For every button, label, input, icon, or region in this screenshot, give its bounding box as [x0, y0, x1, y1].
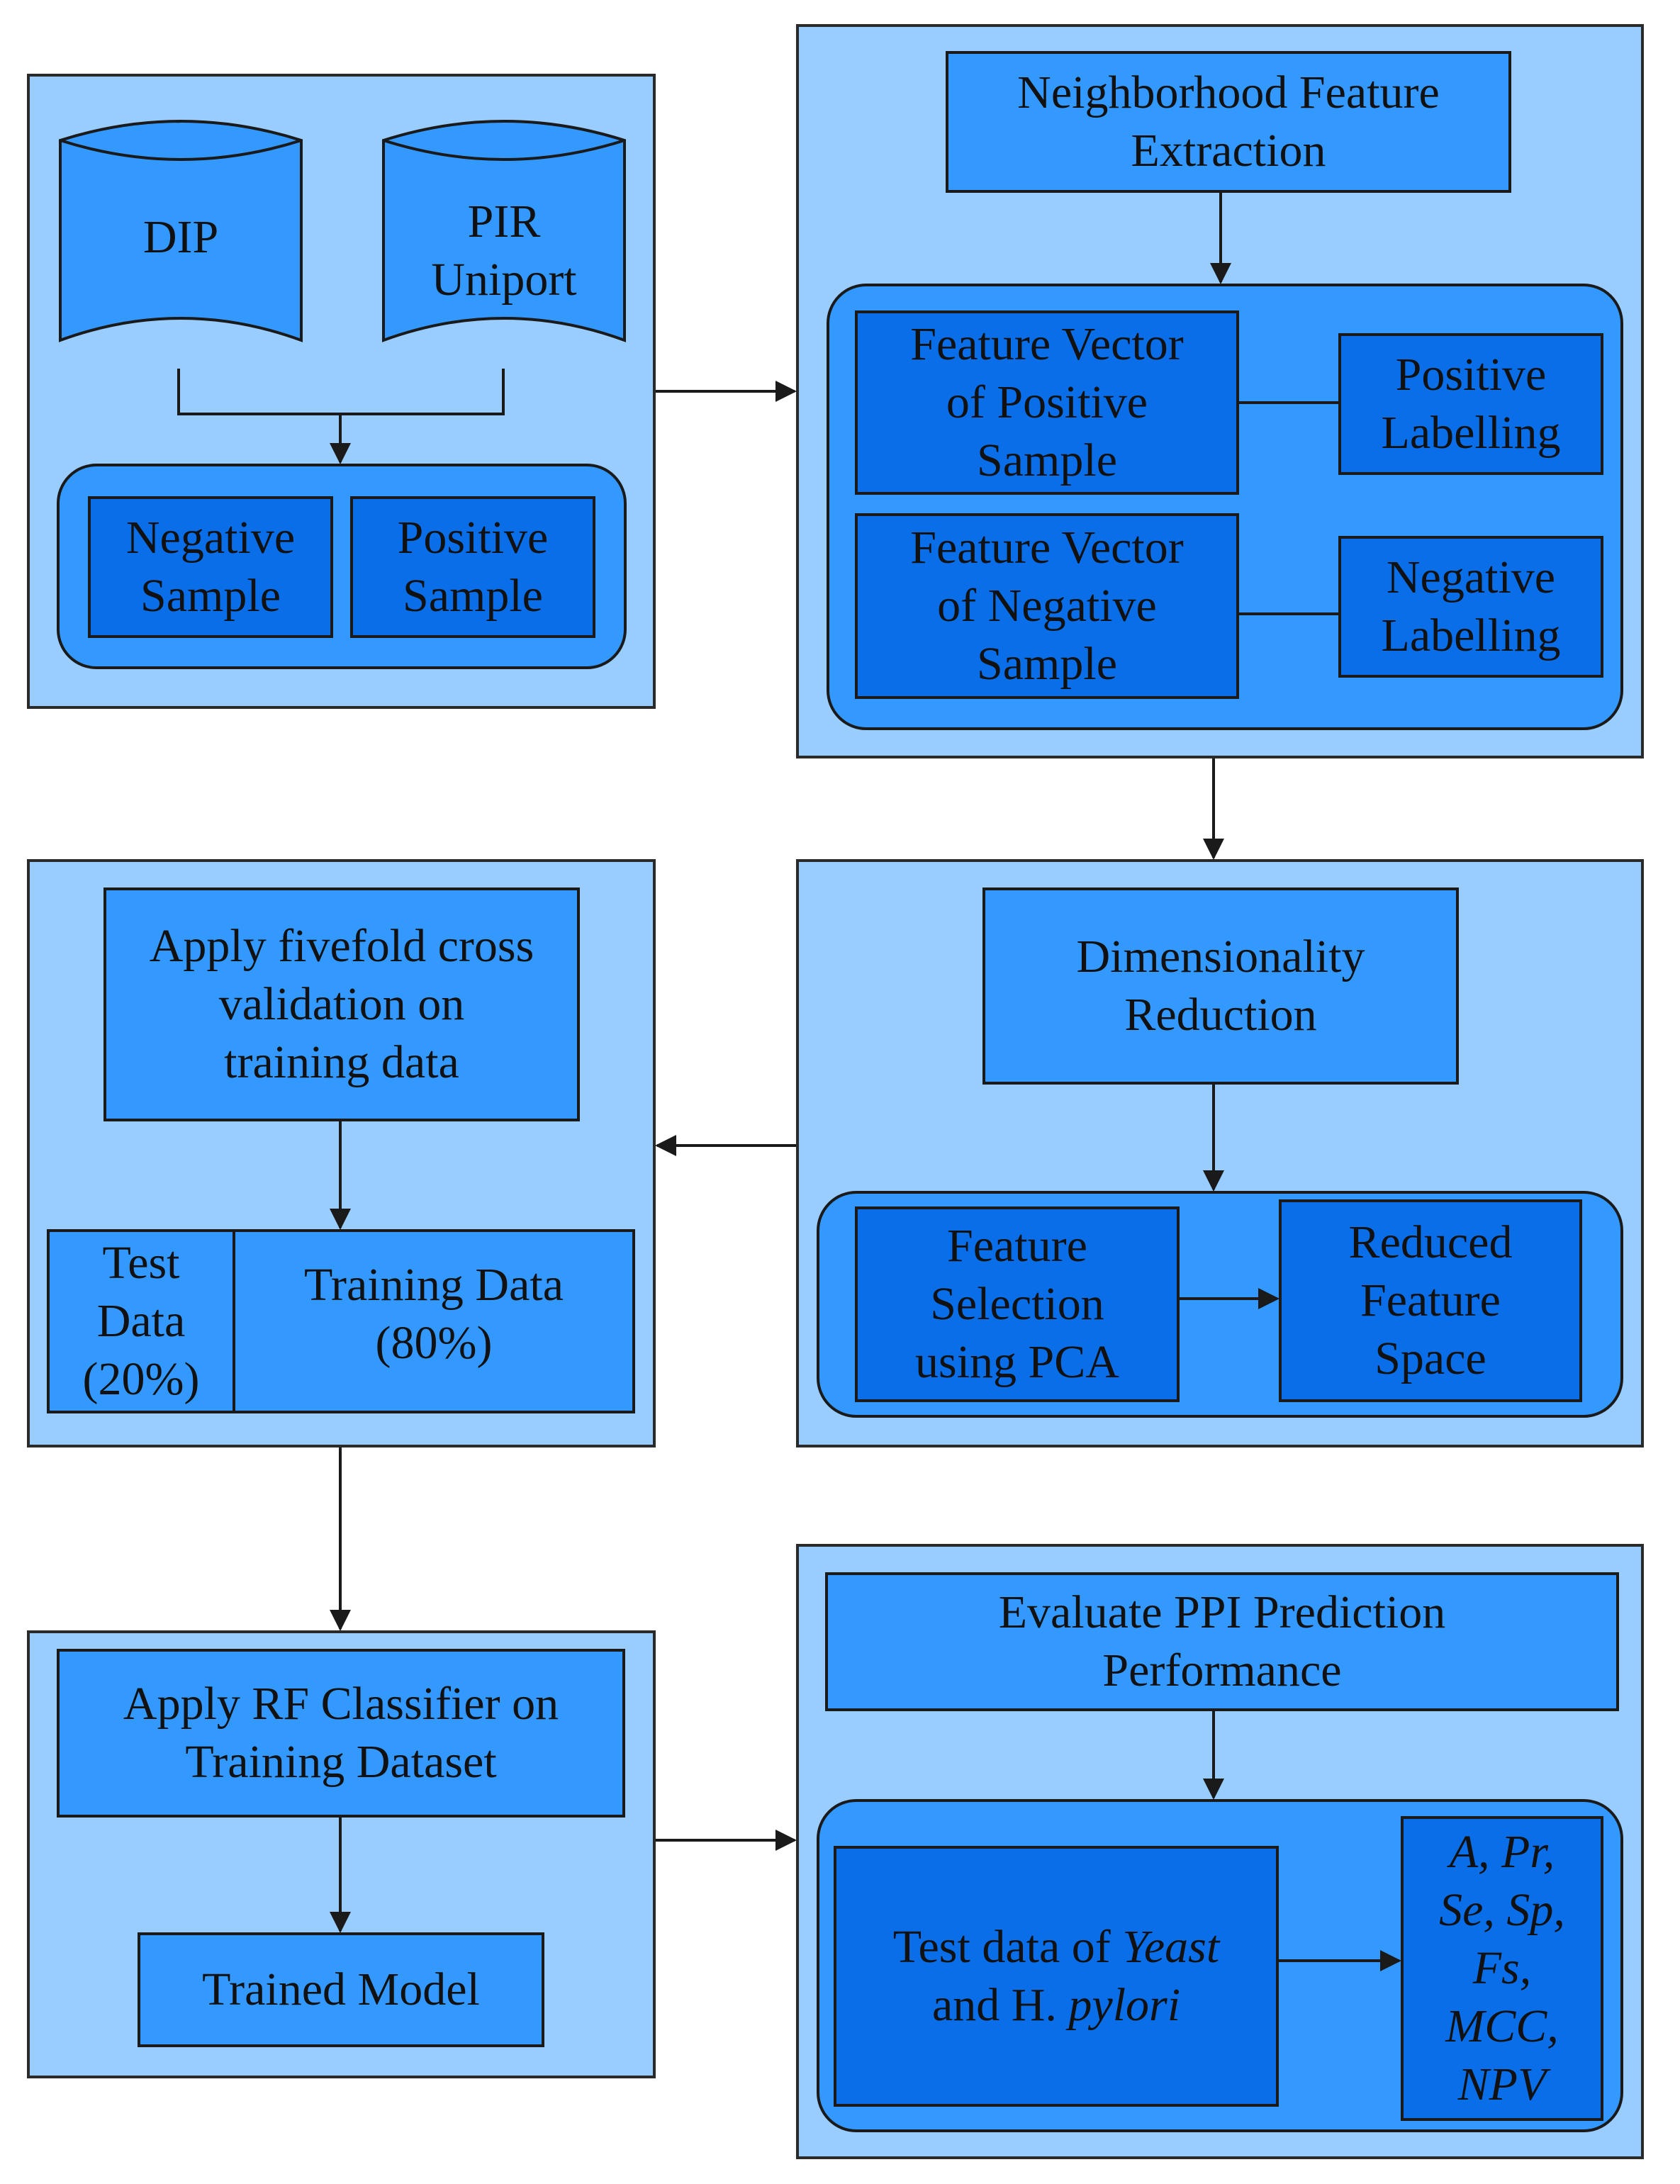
negative-sample-label: Negative Sample: [125, 512, 296, 622]
database-pir-uniport-label: PIR Uniport: [431, 196, 577, 306]
reduced-feature-space-box: Reduced Feature Space: [1279, 1199, 1582, 1402]
test-data-organisms-box: Test data of Yeast and H. pylori: [834, 1846, 1279, 2107]
dimensionality-reduction-label: Dimensionality Reduction: [1076, 931, 1365, 1041]
evaluate-ppi-performance-box: Evaluate PPI Prediction Performance: [825, 1572, 1619, 1711]
fivefold-cross-validation-label: Apply fivefold cross validation on train…: [149, 920, 534, 1088]
organism-yeast: Yeast: [1122, 1921, 1220, 1973]
training-data-label: Training Data (80%): [303, 1259, 564, 1369]
metrics-box: A, Pr, Se, Sp, Fs, MCC, NPV: [1401, 1816, 1603, 2121]
test-data-organisms-text: Test data of Yeast and H. pylori: [893, 1918, 1219, 2034]
training-data-cell: Training Data (80%): [235, 1232, 632, 1411]
negative-sample-box: Negative Sample: [88, 496, 333, 638]
database-dip: DIP: [58, 119, 303, 374]
trained-model-label: Trained Model: [202, 1964, 480, 2015]
positive-sample-label: Positive Sample: [397, 512, 549, 622]
fivefold-cross-validation-box: Apply fivefold cross validation on train…: [103, 887, 580, 1121]
data-split-box: Test Data (20%) Training Data (80%): [47, 1229, 635, 1413]
positive-labelling-label: Positive Labelling: [1381, 349, 1561, 459]
negative-labelling-box: Negative Labelling: [1338, 536, 1603, 678]
neighborhood-feature-extraction-label: Neighborhood Feature Extraction: [1017, 67, 1440, 177]
test-data-label: Test Data (20%): [82, 1237, 200, 1405]
positive-sample-box: Positive Sample: [350, 496, 595, 638]
feature-vector-positive-box: Feature Vector of Positive Sample: [855, 310, 1239, 495]
neighborhood-feature-extraction-box: Neighborhood Feature Extraction: [946, 51, 1511, 193]
trained-model-box: Trained Model: [138, 1932, 544, 2047]
reduced-feature-space-label: Reduced Feature Space: [1348, 1216, 1513, 1384]
test-data-cell: Test Data (20%): [50, 1232, 233, 1411]
dimensionality-reduction-box: Dimensionality Reduction: [982, 887, 1459, 1085]
database-pir-uniport-icon: [382, 120, 626, 342]
feature-selection-pca-box: Feature Selection using PCA: [855, 1206, 1180, 1402]
test-data-mid: and H.: [931, 1979, 1069, 2031]
positive-labelling-box: Positive Labelling: [1338, 333, 1603, 475]
test-data-prefix: Test data of: [892, 1921, 1123, 1973]
feature-selection-pca-label: Feature Selection using PCA: [915, 1220, 1119, 1388]
metrics-label: A, Pr, Se, Sp, Fs, MCC, NPV: [1439, 1826, 1565, 2110]
rf-classifier-box: Apply RF Classifier on Training Dataset: [57, 1649, 625, 1818]
organism-pylori: pylori: [1068, 1979, 1181, 2031]
feature-vector-negative-box: Feature Vector of Negative Sample: [855, 513, 1239, 699]
split-divider: [233, 1232, 235, 1411]
feature-vector-negative-label: Feature Vector of Negative Sample: [910, 522, 1184, 690]
evaluate-ppi-performance-label: Evaluate PPI Prediction Performance: [998, 1586, 1446, 1696]
database-dip-icon: [59, 120, 303, 342]
database-pir-uniport: PIR Uniport: [381, 119, 627, 374]
rf-classifier-label: Apply RF Classifier on Training Dataset: [123, 1678, 559, 1788]
negative-labelling-label: Negative Labelling: [1381, 551, 1561, 661]
database-dip-label: DIP: [142, 211, 219, 263]
feature-vector-positive-label: Feature Vector of Positive Sample: [910, 318, 1184, 486]
